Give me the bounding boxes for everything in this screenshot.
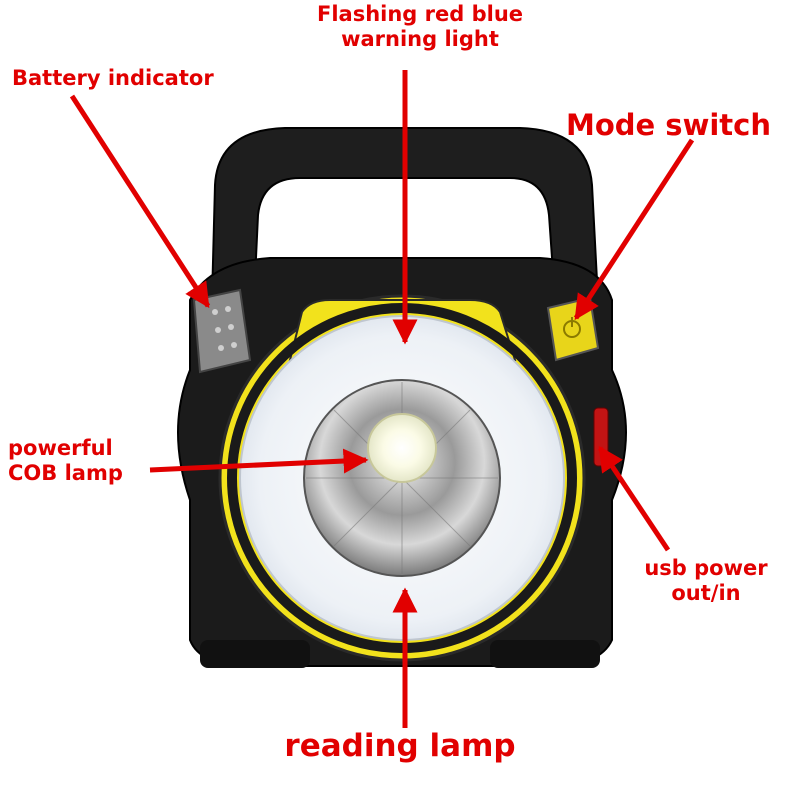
cob-arrow (149, 448, 369, 474)
mode-switch-arrow (573, 138, 695, 321)
power-icon (563, 317, 581, 338)
mode-switch-label: Mode switch (566, 108, 771, 142)
mode-switch-button (546, 296, 600, 362)
battery-arrow (69, 94, 211, 309)
warning-label-line1: Flashing red blue (316, 2, 524, 26)
battery-indicator (192, 288, 252, 374)
warning-light-label: Flashing red blue warning light (300, 2, 540, 52)
cob-lamp-label: powerful COB lamp (8, 436, 123, 486)
usb-label-line2: out/in (671, 580, 741, 605)
reading-lamp-label: reading lamp (284, 728, 516, 764)
lamp-handle (210, 127, 600, 301)
usb-arrow (597, 445, 671, 552)
cob-label-line1: powerful (8, 436, 113, 460)
warning-label-line2: warning light (341, 26, 499, 51)
cob-label-line2: COB lamp (8, 460, 123, 485)
battery-indicator-label: Battery indicator (12, 66, 214, 90)
cob-chip (367, 413, 437, 483)
usb-power-label: usb power out/in (626, 556, 786, 606)
usb-label-line1: usb power (644, 556, 768, 580)
